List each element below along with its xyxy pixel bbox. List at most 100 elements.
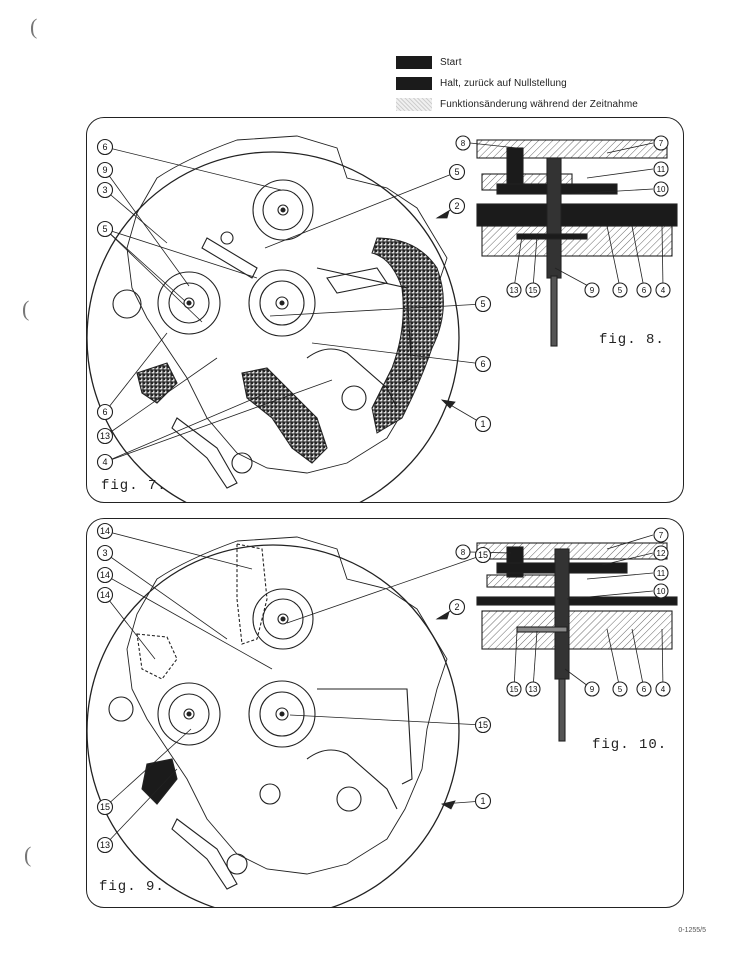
fig10-section (476, 542, 678, 742)
fig9-leaders (104, 530, 484, 846)
svg-text:14: 14 (100, 590, 110, 600)
panel-fig9-fig10: 14 3 14 14 15 13 15 2 15 1 8 7 12 11 10 … (86, 518, 684, 908)
callout-fig8-bottom-2: 15 (525, 282, 541, 298)
callout-fig10-bottom-5: 6 (636, 681, 652, 697)
svg-text:15: 15 (100, 802, 110, 812)
callout-fig10-top-1: 8 (455, 544, 471, 560)
legend-swatch-function-change (396, 98, 432, 111)
callout-fig9-left-6: 13 (96, 836, 114, 854)
callout-fig8-top-2: 7 (653, 135, 669, 151)
callout-fig8-top-4: 10 (653, 181, 669, 197)
callout-fig7-left-7: 4 (96, 453, 114, 471)
callout-fig8-bottom-6: 4 (655, 282, 671, 298)
svg-text:9: 9 (590, 685, 595, 694)
fig10-callouts: 8 7 12 11 10 15 13 9 5 6 4 (455, 527, 671, 697)
svg-text:13: 13 (100, 840, 110, 850)
fig9-movement (87, 536, 460, 907)
svg-text:1: 1 (480, 796, 485, 806)
callout-fig10-top-5: 10 (653, 583, 669, 599)
fig8-section (476, 139, 678, 347)
callout-fig8-top-3: 11 (653, 161, 669, 177)
callout-fig8-bottom-4: 5 (612, 282, 628, 298)
callout-fig10-top-4: 11 (653, 565, 669, 581)
callout-fig10-bottom-4: 5 (612, 681, 628, 697)
svg-text:8: 8 (461, 548, 466, 557)
svg-text:9: 9 (590, 286, 595, 295)
fig10-leaders (469, 534, 664, 690)
legend-swatch-halt (396, 77, 432, 90)
svg-text:5: 5 (454, 167, 459, 177)
fig7-callouts: 6 9 3 5 6 13 4 5 2 5 6 1 (96, 138, 492, 471)
legend-item-halt: Halt, zurück auf Nullstellung (396, 73, 638, 94)
callout-fig8-top-1: 8 (455, 135, 471, 151)
svg-text:1: 1 (480, 419, 485, 429)
callout-fig7-right-4: 6 (474, 355, 492, 373)
svg-text:9: 9 (102, 165, 107, 175)
callout-fig9-left-4: 14 (96, 586, 114, 604)
svg-text:15: 15 (510, 685, 519, 694)
fig8-callouts: 8 7 11 10 13 15 9 5 6 4 (455, 135, 671, 298)
callout-fig9-left-5: 15 (96, 798, 114, 816)
svg-text:5: 5 (618, 685, 623, 694)
svg-text:10: 10 (657, 185, 666, 194)
callout-fig7-left-6: 13 (96, 427, 114, 445)
callout-fig7-right-5: 1 (474, 415, 492, 433)
callout-fig8-bottom-3: 9 (584, 282, 600, 298)
callout-fig8-bottom-1: 13 (506, 282, 522, 298)
callout-fig7-left-5: 6 (96, 403, 114, 421)
svg-text:5: 5 (480, 299, 485, 309)
svg-text:5: 5 (618, 286, 623, 295)
svg-text:3: 3 (102, 548, 107, 558)
callout-fig7-left-1: 6 (96, 138, 114, 156)
svg-text:3: 3 (102, 185, 107, 195)
margin-mark-bottom: ( (24, 842, 32, 867)
document-code: 0-1255/5 (678, 927, 706, 934)
drawing-fig7-fig8: 6 9 3 5 6 13 4 5 2 5 6 1 8 7 11 10 13 15… (87, 135, 678, 502)
fig7-leaders (104, 146, 484, 463)
svg-text:13: 13 (529, 685, 538, 694)
callout-fig9-right-3: 15 (474, 716, 492, 734)
svg-text:11: 11 (657, 165, 666, 174)
callout-fig9-right-2: 2 (448, 598, 466, 616)
svg-text:6: 6 (642, 286, 647, 295)
callout-fig7-right-3: 5 (474, 295, 492, 313)
svg-text:2: 2 (454, 602, 459, 612)
legend: Start Halt, zurück auf Nullstellung Funk… (396, 52, 638, 115)
legend-label-halt: Halt, zurück auf Nullstellung (440, 78, 567, 89)
svg-text:5: 5 (102, 224, 107, 234)
callout-fig7-left-4: 5 (96, 220, 114, 238)
legend-item-function-change: Funktionsänderung während der Zeitnahme (396, 94, 638, 115)
legend-label-start: Start (440, 57, 462, 68)
callout-fig8-bottom-5: 6 (636, 282, 652, 298)
callout-fig10-top-3: 12 (653, 545, 669, 561)
svg-text:12: 12 (657, 549, 666, 558)
caption-fig8: fig. 8. (599, 332, 665, 348)
svg-text:4: 4 (661, 685, 666, 694)
svg-text:6: 6 (642, 685, 647, 694)
svg-text:13: 13 (510, 286, 519, 295)
callout-fig10-bottom-2: 13 (525, 681, 541, 697)
caption-fig10: fig. 10. (592, 737, 668, 753)
caption-fig9: fig. 9. (99, 879, 165, 895)
svg-text:14: 14 (100, 570, 110, 580)
svg-text:15: 15 (529, 286, 538, 295)
margin-mark-middle: ( (22, 296, 30, 321)
fig8-leaders (469, 142, 664, 289)
callout-fig9-left-2: 3 (96, 544, 114, 562)
svg-text:7: 7 (659, 531, 664, 540)
legend-swatch-start (396, 56, 432, 69)
svg-text:4: 4 (102, 457, 107, 467)
callout-fig9-right-1: 15 (474, 546, 492, 564)
fig9-callouts: 14 3 14 14 15 13 15 2 15 1 (96, 522, 492, 854)
margin-mark-top: ( (30, 14, 38, 39)
svg-text:6: 6 (480, 359, 485, 369)
callout-fig10-bottom-3: 9 (584, 681, 600, 697)
legend-item-start: Start (396, 52, 638, 73)
svg-text:11: 11 (657, 569, 666, 578)
fig7-movement (87, 135, 460, 502)
svg-text:2: 2 (454, 201, 459, 211)
drawing-fig9-fig10: 14 3 14 14 15 13 15 2 15 1 8 7 12 11 10 … (87, 522, 678, 907)
panel-fig7-fig8: 6 9 3 5 6 13 4 5 2 5 6 1 8 7 11 10 13 15… (86, 117, 684, 503)
callout-fig7-left-3: 3 (96, 181, 114, 199)
svg-text:13: 13 (100, 431, 110, 441)
